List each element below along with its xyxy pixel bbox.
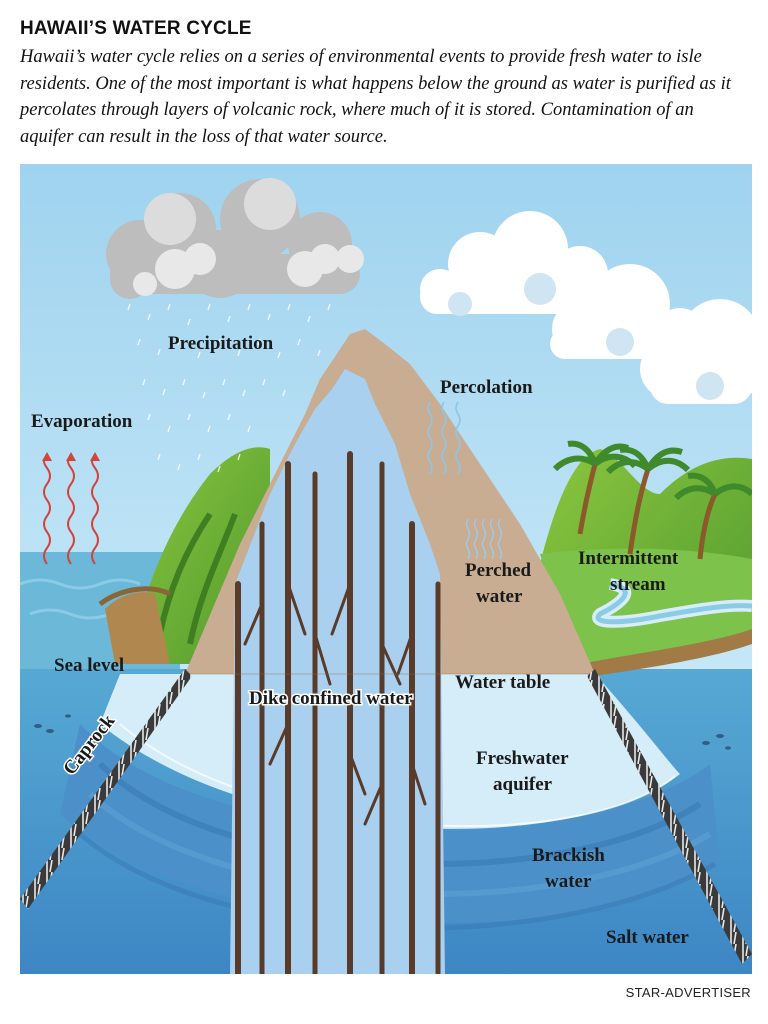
brackish-water-zone — [60, 724, 720, 924]
white-clouds — [420, 211, 768, 404]
label-perched-water-1: Perched — [465, 560, 532, 581]
label-percolation: Percolation — [440, 377, 533, 398]
evaporation-arrowheads — [42, 452, 100, 461]
label-intermittent-stream-1: Intermittent — [578, 548, 679, 569]
label-perched-water-2: water — [476, 586, 523, 607]
label-evaporation: Evaporation — [31, 411, 133, 432]
label-dike-confined-water: Dike confined water — [249, 688, 413, 709]
label-precipitation: Precipitation — [168, 333, 274, 354]
rain-drops — [127, 303, 331, 473]
label-brackish-water-1: Brackish — [532, 845, 605, 866]
dike-rock-columns — [235, 451, 441, 977]
label-brackish-water-2: water — [545, 871, 592, 892]
label-sea-level: Sea level — [54, 655, 124, 676]
label-freshwater-aquifer-2: aquifer — [493, 774, 553, 795]
percolation-squiggles — [427, 401, 461, 475]
label-salt-water: Salt water — [606, 927, 689, 948]
page-title: HAWAII’S WATER CYCLE — [20, 18, 252, 39]
perched-water-squiggles — [465, 518, 503, 560]
label-intermittent-stream-2: stream — [610, 574, 666, 595]
palm-trees — [552, 440, 755, 560]
fish-left — [34, 714, 71, 733]
right-island-ground — [540, 548, 752, 674]
evaporation-arrows — [43, 457, 99, 565]
dike-water-zone — [230, 369, 445, 974]
caprock-right — [587, 669, 752, 964]
label-freshwater-aquifer-1: Freshwater — [476, 748, 569, 769]
fish-right — [702, 734, 731, 750]
intro-text: Hawaii’s water cycle relies on a series … — [20, 47, 731, 147]
caprock-left — [20, 669, 192, 909]
water-cycle-diagram: Precipitation Percolation Evaporation Pe… — [19, 164, 768, 977]
rain-cloud — [106, 178, 364, 299]
label-water-table: Water table — [455, 672, 550, 693]
credit-line: STAR-ADVERTISER — [625, 985, 751, 1000]
